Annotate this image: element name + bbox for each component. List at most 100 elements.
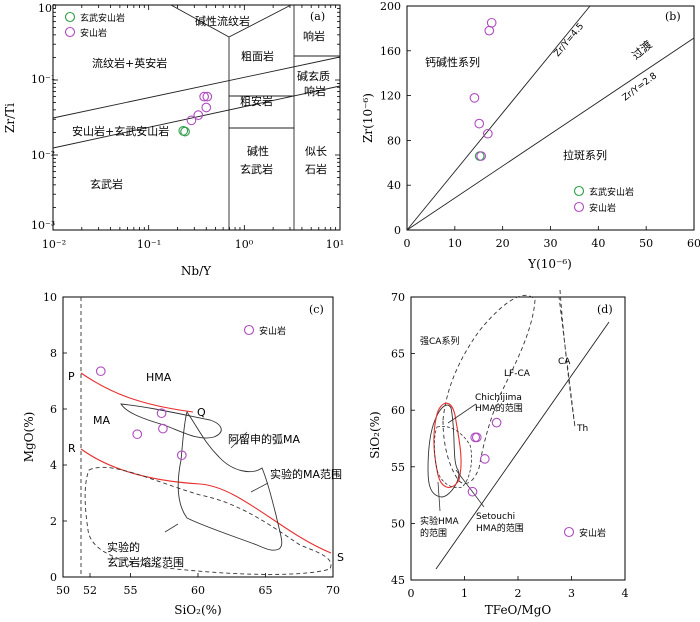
- data-point: [479, 454, 490, 464]
- data-point: [486, 17, 497, 28]
- y-tick-label: 0: [50, 571, 57, 584]
- panel-label: (a): [310, 10, 325, 23]
- field-label: 过渡: [629, 37, 655, 62]
- chichijima-hma-field: [433, 402, 462, 488]
- data-point: [180, 126, 190, 137]
- annotation: Q: [197, 406, 206, 419]
- panel-label: (d): [597, 303, 613, 316]
- annotation: S: [337, 551, 344, 564]
- annotation: 阿留申的弧MA: [228, 432, 300, 446]
- leader-line: [164, 523, 179, 533]
- annotation: HMA的范围: [475, 402, 523, 414]
- x-tick-label: 50: [639, 237, 653, 250]
- annotation: 实验的MA范围: [270, 467, 342, 481]
- line-p-q: [80, 372, 194, 413]
- legend-marker-andesite: [243, 324, 255, 336]
- annotation: HMA: [146, 371, 172, 384]
- legend-label: 安山岩: [80, 27, 107, 39]
- y-tick-label: 6: [50, 403, 57, 416]
- line-zr-y-2-8: [406, 37, 695, 231]
- y-tick-label: 200: [380, 0, 401, 13]
- y-axis-label: Zr(10⁻⁶): [361, 93, 375, 143]
- x-tick-label: 10⁻¹: [137, 238, 161, 251]
- data-point: [467, 486, 478, 497]
- legend-label: 安山岩: [259, 325, 286, 337]
- x-tick-label: 0: [404, 237, 411, 250]
- panel-b-points: [469, 17, 497, 161]
- line-r-s: [80, 448, 332, 554]
- field-label: 钙碱性系列: [425, 55, 480, 69]
- y-tick-label: 120: [380, 90, 401, 103]
- annotation: Th: [576, 424, 588, 434]
- y-tick-label: 10⁻¹: [31, 73, 55, 86]
- legend-label: 玄武安山岩: [589, 186, 634, 198]
- y-tick-label: 10: [43, 291, 57, 304]
- panel-a-boundary-upper: [52, 56, 341, 119]
- panel-b-ticks: [406, 5, 695, 231]
- x-tick-label: 20: [496, 237, 510, 250]
- field-label: 碱性流纹岩: [195, 14, 250, 28]
- experimental-ma-field: [177, 410, 283, 551]
- panel-c-points: [95, 366, 187, 461]
- field-label: 粗面岩: [241, 49, 274, 63]
- x-tick-label: 60: [687, 237, 700, 250]
- panel-c: P HMA Q MA R S 阿留申的弧MA 实验的MA范围 实验的 玄武岩熔浆…: [22, 291, 344, 617]
- annotation: 强CA系列: [420, 335, 459, 347]
- y-tick-label: 45: [391, 574, 405, 587]
- field-label: 响岩: [304, 84, 326, 98]
- x-tick-label: 40: [591, 237, 605, 250]
- legend-marker-basaltic-andesite: [573, 185, 585, 197]
- panel-b-frame: [406, 5, 695, 231]
- x-tick-label: 70: [326, 584, 340, 597]
- field-label: 玄武岩: [240, 162, 273, 176]
- y-tick-label: 55: [391, 461, 405, 474]
- data-point: [186, 115, 197, 126]
- x-axis-label: Nb/Y: [181, 264, 212, 278]
- x-tick-label: 55: [124, 584, 138, 597]
- y-tick-label: 65: [391, 348, 405, 361]
- annotation: 的范围: [420, 527, 447, 539]
- annotation: Chichijima: [475, 393, 522, 403]
- legend-label: 安山岩: [579, 527, 606, 539]
- y-tick-label: 8: [50, 347, 57, 360]
- annotation: Setouchi: [476, 512, 515, 522]
- ca-th-boundary: [435, 321, 610, 570]
- leader-line: [437, 481, 441, 512]
- field-label: 响岩: [303, 29, 325, 43]
- x-axis-label: TFeO/MgO: [485, 603, 552, 617]
- panel-a-points: [178, 91, 213, 137]
- data-point: [201, 102, 212, 113]
- x-axis-label: Y(10⁻⁶): [527, 257, 572, 271]
- y-tick-label: 70: [391, 291, 405, 304]
- aleutian-arc-ma-field: [120, 403, 222, 439]
- field-label: 流纹岩+英安岩: [92, 56, 167, 70]
- panel-a-ticks: [52, 4, 341, 231]
- panel-label: (b): [665, 10, 681, 23]
- data-point: [95, 366, 106, 377]
- y-tick-label: 10⁻³: [31, 219, 55, 232]
- x-tick-label: 4: [622, 587, 629, 600]
- field-label: 拉斑系列: [563, 148, 607, 162]
- x-tick-label: 0: [408, 587, 415, 600]
- y-tick-label: 2: [50, 515, 57, 528]
- x-tick-label: 10: [448, 237, 462, 250]
- leader-line: [447, 403, 477, 424]
- field-label: 碱玄质: [297, 69, 330, 83]
- field-label: 玄武岩: [90, 177, 123, 191]
- x-tick-label: 65: [259, 584, 273, 597]
- y-tick-label: 60: [391, 404, 405, 417]
- x-tick-label: 10¹: [326, 238, 344, 251]
- x-tick-label: 52: [83, 584, 97, 597]
- data-point: [158, 423, 168, 434]
- y-tick-label: 160: [380, 45, 401, 58]
- data-point: [476, 151, 486, 161]
- field-label: 安山岩+玄武安山岩: [72, 124, 169, 138]
- x-tick-label: 10⁰: [235, 238, 254, 251]
- lf-ca-ca-boundary: [558, 289, 576, 428]
- annotation: P: [68, 370, 75, 383]
- y-tick-label: 4: [50, 459, 57, 472]
- leader-line: [230, 431, 248, 449]
